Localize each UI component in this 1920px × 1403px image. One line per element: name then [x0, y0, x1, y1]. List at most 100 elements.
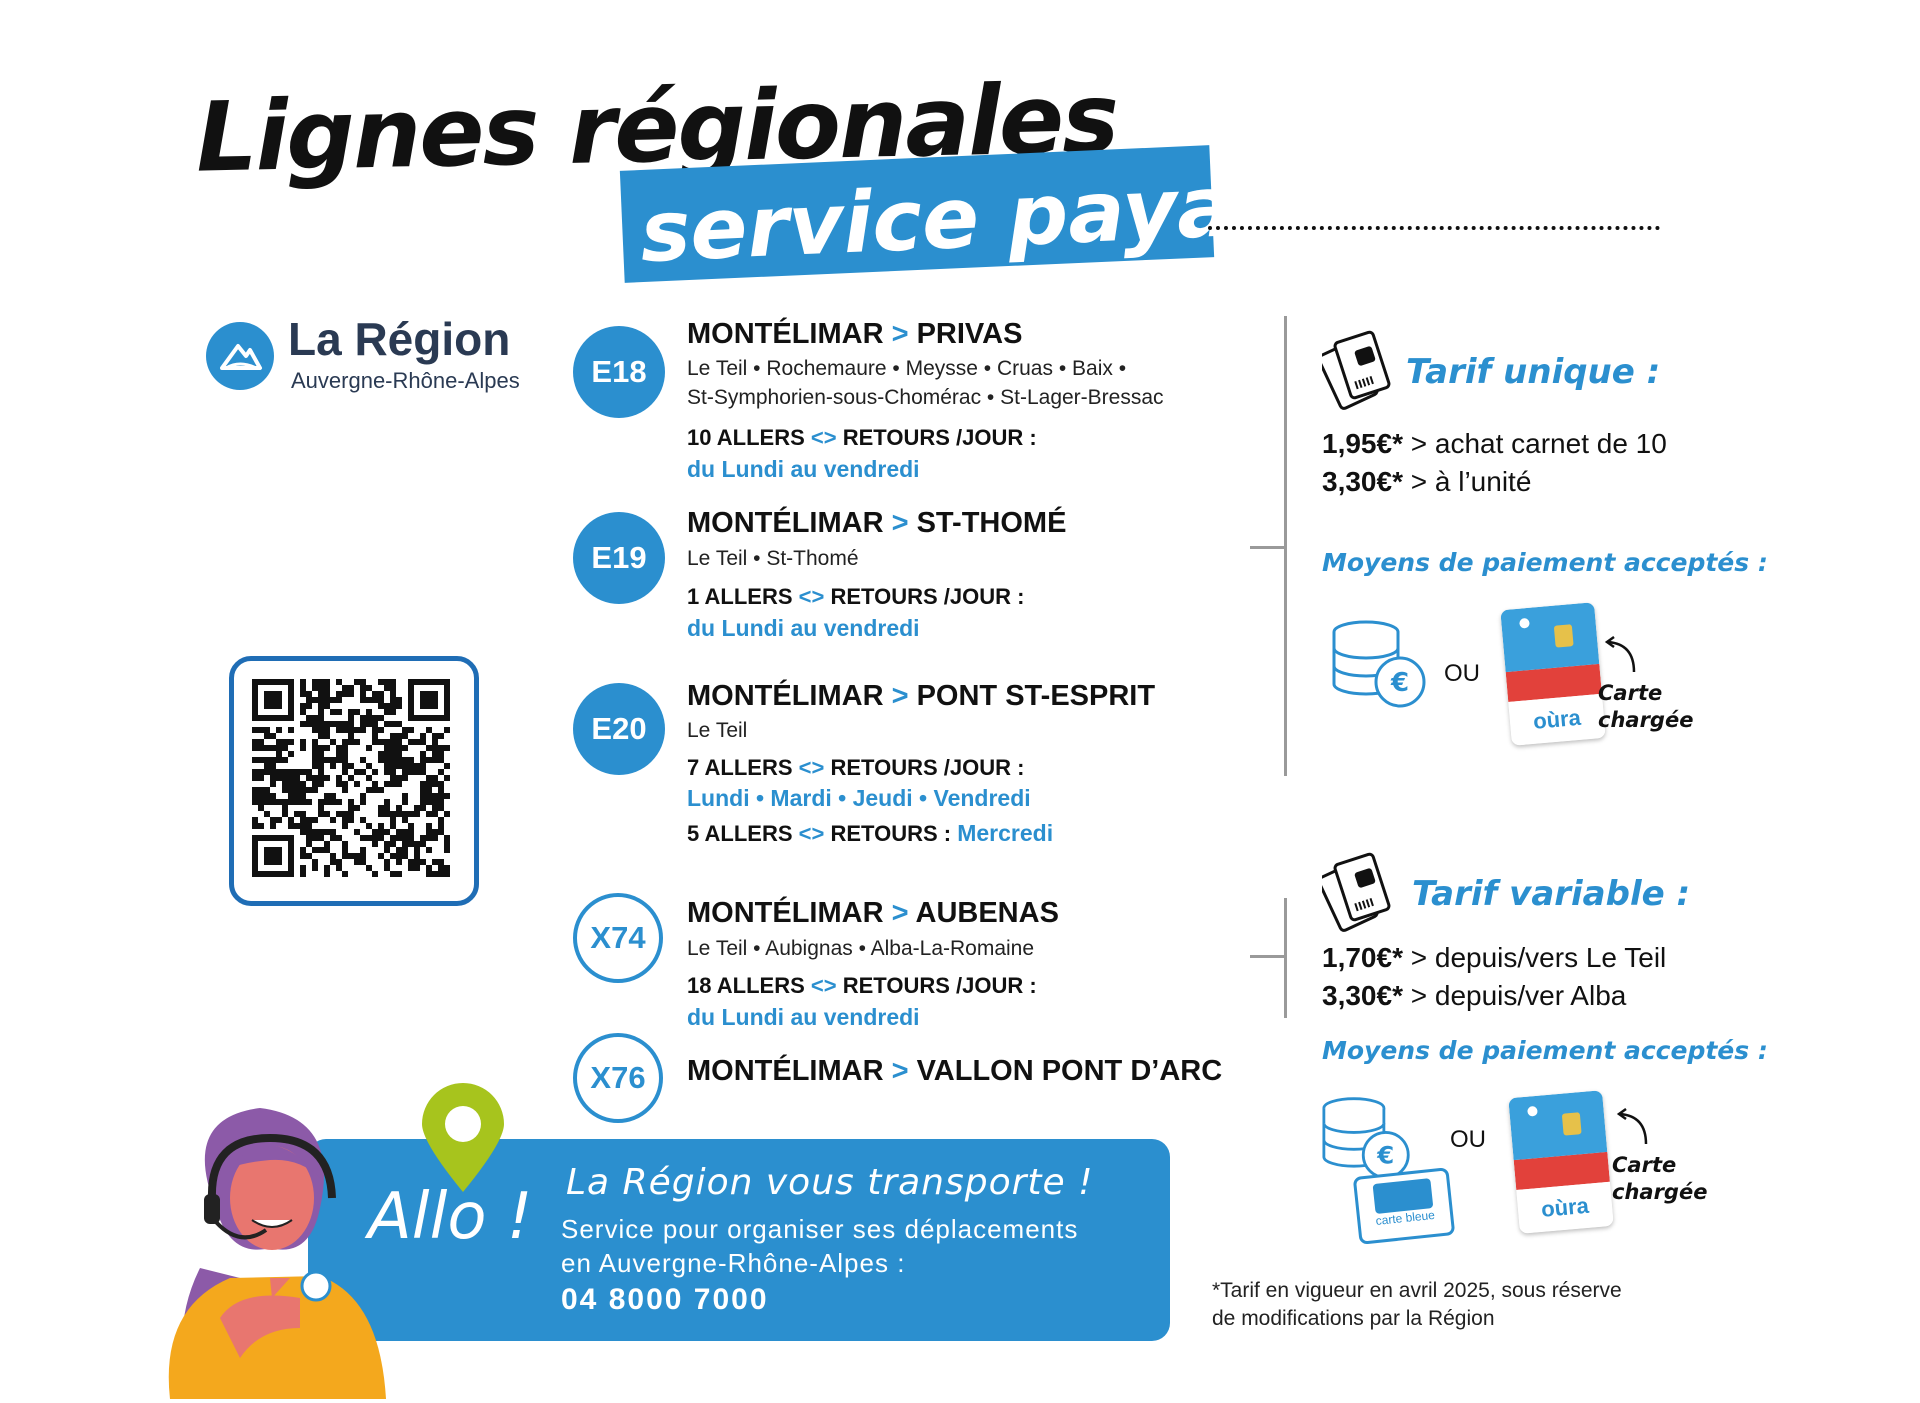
- price-line: 3,30€* > depuis/ver Alba: [1322, 980, 1626, 1012]
- freq-retours: RETOURS /JOUR :: [830, 755, 1025, 780]
- payment-methods-title: Moyens de paiement acceptés :: [1322, 1036, 1768, 1065]
- operator-illustration: [150, 1098, 390, 1403]
- price-value: 3,30€*: [1322, 466, 1403, 497]
- bus-ticket-icon: [1317, 326, 1402, 416]
- freq-arrow: <>: [810, 425, 837, 450]
- coins-euro-icon: €: [1332, 618, 1428, 716]
- freq-arrow: <>: [810, 973, 837, 998]
- price-value: 1,95€*: [1322, 428, 1403, 459]
- route-from: MONTÉLIMAR: [687, 680, 884, 712]
- footnote-line: de modifications par la Région: [1212, 1307, 1495, 1330]
- route-frequency: 18 ALLERS <> RETOURS /JOUR :: [687, 973, 1037, 999]
- oura-card-icon: oùra: [1500, 602, 1606, 746]
- route-arrow: >: [891, 1055, 909, 1087]
- carte-bleue-icon: carte bleue: [1352, 1167, 1456, 1245]
- qr-code-frame: [229, 656, 479, 906]
- payment-methods-title: Moyens de paiement acceptés :: [1322, 548, 1768, 577]
- route-arrow: >: [891, 680, 909, 712]
- curved-arrow-icon: [1602, 635, 1642, 680]
- tarif-divider-tick: [1250, 955, 1286, 958]
- route-days-2: Mercredi: [957, 820, 1054, 846]
- route-frequency: 10 ALLERS <> RETOURS /JOUR :: [687, 425, 1037, 451]
- route-to: ST-THOMÉ: [916, 507, 1067, 539]
- route-from: MONTÉLIMAR: [687, 318, 884, 350]
- route-to: PRIVAS: [916, 318, 1023, 350]
- price-value: 3,30€*: [1322, 980, 1403, 1011]
- qr-finder-center: [420, 691, 438, 709]
- freq-retours: RETOURS /JOUR :: [830, 584, 1025, 609]
- allo-phone-number[interactable]: 04 8000 7000: [561, 1283, 769, 1316]
- region-logo-icon: [206, 322, 274, 390]
- allo-description: en Auvergne-Rhône-Alpes :: [561, 1248, 906, 1278]
- route-frequency-2: 5 ALLERS <> RETOURS : Mercredi: [687, 820, 1053, 847]
- qr-code[interactable]: [252, 679, 450, 877]
- route-arrow: >: [891, 318, 909, 350]
- route-frequency: 7 ALLERS <> RETOURS /JOUR :: [687, 755, 1024, 781]
- freq-arrow: <>: [798, 755, 825, 780]
- freq-allers: 7 ALLERS: [687, 755, 793, 780]
- freq-allers: 1 ALLERS: [687, 584, 793, 609]
- tarif-divider-tick: [1250, 546, 1286, 549]
- line-badge-e20: E20: [573, 683, 665, 775]
- freq-arrow: <>: [798, 821, 825, 846]
- allo-heading: Allo !: [368, 1180, 533, 1254]
- line-badge-x76: X76: [573, 1033, 663, 1123]
- price-label: > à l’unité: [1410, 466, 1532, 497]
- price-label: > depuis/ver Alba: [1410, 980, 1627, 1011]
- freq-retours: RETOURS :: [830, 821, 952, 846]
- price-line: 1,95€* > achat carnet de 10: [1322, 428, 1667, 460]
- freq-arrow: <>: [798, 584, 825, 609]
- or-label: OU: [1450, 1126, 1486, 1153]
- route-title-x74: MONTÉLIMAR > AUBENAS: [687, 897, 1059, 930]
- price-line: 3,30€* > à l’unité: [1322, 466, 1531, 498]
- route-from: MONTÉLIMAR: [687, 507, 884, 539]
- route-stops: Le Teil • St-Thomé: [687, 547, 859, 570]
- oura-brand: oùra: [1508, 693, 1606, 746]
- oura-card-icon: oùra: [1508, 1090, 1614, 1234]
- freq-allers: 5 ALLERS: [687, 821, 793, 846]
- route-title-x76: MONTÉLIMAR > VALLON PONT D’ARC: [687, 1055, 1222, 1088]
- card-note-line: Carte: [1598, 681, 1663, 705]
- card-note-line: chargée: [1598, 708, 1694, 732]
- card-note: Carte chargée: [1598, 680, 1693, 734]
- freq-allers: 18 ALLERS: [687, 973, 805, 998]
- footnote: *Tarif en vigueur en avril 2025, sous ré…: [1212, 1277, 1622, 1333]
- qr-modules: [252, 679, 450, 877]
- route-to: PONT ST-ESPRIT: [916, 680, 1156, 712]
- footnote-line: *Tarif en vigueur en avril 2025, sous ré…: [1212, 1279, 1622, 1302]
- curved-arrow-icon: [1614, 1107, 1654, 1152]
- route-days: du Lundi au vendredi: [687, 615, 920, 641]
- route-from: MONTÉLIMAR: [687, 897, 884, 929]
- route-stops: Le Teil: [687, 719, 748, 742]
- or-label: OU: [1444, 660, 1480, 687]
- tarif-divider-vertical: [1284, 898, 1287, 1018]
- qr-finder-center: [264, 847, 282, 865]
- dotted-divider: [1208, 226, 1660, 230]
- route-days: du Lundi au vendredi: [687, 456, 920, 482]
- price-value: 1,70€*: [1322, 942, 1403, 973]
- coins-euro-icon: €: [1322, 1094, 1412, 1188]
- qr-finder-center: [264, 691, 282, 709]
- price-label: > achat carnet de 10: [1410, 428, 1667, 459]
- freq-allers: 10 ALLERS: [687, 425, 805, 450]
- line-badge-e18: E18: [573, 326, 665, 418]
- card-note: Carte chargée: [1612, 1152, 1707, 1206]
- oura-brand: oùra: [1516, 1181, 1614, 1234]
- route-title-e19: MONTÉLIMAR > ST-THOMÉ: [687, 507, 1066, 540]
- line-badge-e19: E19: [573, 512, 665, 604]
- tarif-unique-title: Tarif unique :: [1406, 352, 1661, 392]
- route-to: AUBENAS: [915, 897, 1059, 929]
- qr-finder: [408, 679, 450, 721]
- route-frequency: 1 ALLERS <> RETOURS /JOUR :: [687, 584, 1024, 610]
- price-label: > depuis/vers Le Teil: [1410, 942, 1667, 973]
- route-title-e18: MONTÉLIMAR > PRIVAS: [687, 318, 1022, 351]
- route-stops: St-Symphorien-sous-Chomérac • St-Lager-B…: [687, 386, 1164, 409]
- route-to: VALLON PONT D’ARC: [916, 1055, 1223, 1087]
- location-pin-icon: [418, 1082, 508, 1198]
- bus-ticket-icon: [1317, 848, 1402, 938]
- freq-retours: RETOURS /JOUR :: [842, 973, 1037, 998]
- card-note-line: chargée: [1612, 1180, 1708, 1204]
- route-title-e20: MONTÉLIMAR > PONT ST-ESPRIT: [687, 680, 1155, 713]
- qr-finder: [252, 679, 294, 721]
- svg-text:€: €: [1390, 668, 1409, 698]
